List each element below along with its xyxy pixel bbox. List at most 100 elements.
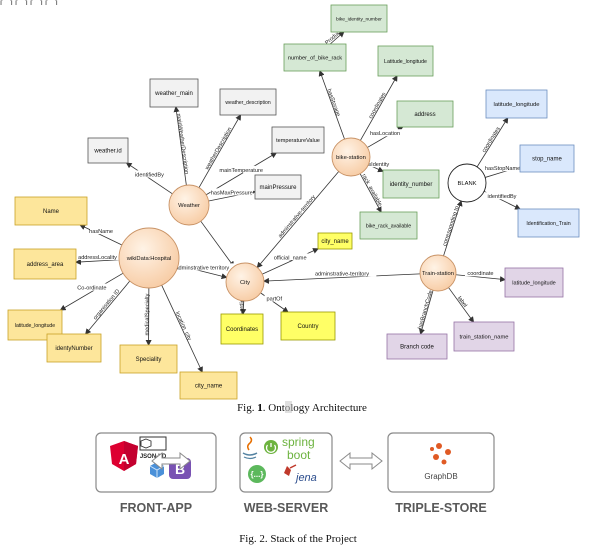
node-box-label: Country: [297, 324, 318, 330]
node-box-label: city_name: [195, 384, 223, 390]
node-box-label: stop_name: [532, 157, 562, 163]
node-hub-label: wikiData:Hospital: [126, 256, 171, 262]
edge-label-city-city_name_c: official_name: [274, 255, 307, 261]
node-box-address_area: address_area: [13, 248, 77, 280]
edge-train-blank: [443, 200, 463, 256]
json-ld-logo: JSON-LD: [139, 436, 167, 460]
edge-weather-temp: [205, 152, 278, 196]
edge-label-bg: [485, 164, 520, 172]
edge-weather-weather_desc: [198, 114, 242, 188]
svg-text:GraphDB: GraphDB: [424, 472, 457, 481]
edge-hospital-name: [79, 224, 123, 246]
node-hub-hospital: wikiData:Hospital: [118, 227, 180, 289]
edge-label-bike-city: adminstrative-territory: [277, 194, 317, 239]
svg-text:jena: jena: [294, 472, 317, 484]
node-box-label: weather_description: [225, 100, 270, 106]
node-hub-label: Train-station: [422, 271, 454, 277]
node-box-lat_long_b: Latitude_longitude: [377, 45, 434, 77]
jena-logo: jena: [284, 464, 317, 484]
node-box-weather_id: weather.id: [87, 137, 129, 164]
node-box-pressure: mainPressure: [254, 174, 302, 200]
edge-label-city-coordinates: co-ordinate: [238, 291, 246, 319]
edge-label-weather-weather_id: identifiedBy: [135, 172, 164, 178]
edge-label-train-blank: corresponding to: [442, 205, 460, 247]
node-hub-weather: Weather: [168, 184, 210, 226]
edge-label-train-train_name: label: [456, 296, 468, 309]
edge-weather-city: [200, 220, 235, 268]
edge-label-bg: [167, 263, 237, 271]
edge-label-weather-weather_main: mainWeatherDescription: [175, 113, 189, 174]
node-hub-train: Train-station: [419, 254, 457, 292]
edge-label-bg: [358, 160, 393, 168]
node-box-identy: identyNumber: [46, 333, 102, 363]
edge-label-bg: [89, 227, 113, 235]
node-box-city_name_h: city_name: [179, 371, 238, 400]
edge-label-bg: [210, 188, 254, 196]
node-box-speciality: Speciality: [119, 344, 178, 374]
top-fragment-text: [...] [...] [...] [...]: [0, 0, 58, 5]
node-box-city_name_c: city_name: [317, 232, 353, 250]
edge-label-bg: [74, 252, 121, 260]
svg-text:JSON-LD: JSON-LD: [140, 454, 167, 460]
edge-label-hospital-lat_long_h: Co-ordinate: [77, 286, 106, 292]
node-box-temp: temperatureValue: [271, 126, 325, 154]
node-box-label: weather.id: [93, 149, 121, 155]
edge-label-blank-stop_name: hasStopName: [485, 166, 520, 172]
edge-train-lat_long_t: [455, 274, 506, 283]
svg-text:spring: spring: [282, 435, 315, 449]
node-box-label: address: [414, 112, 435, 118]
node-box-num_rack: number_of_bike_rack: [283, 43, 347, 72]
node-box-label: bike_identity_number: [336, 17, 382, 23]
edge-label-bg: [464, 269, 496, 277]
figure1-caption: Fig. 1. Ontology Architecture: [237, 402, 367, 414]
edge-hospital-address_area: [75, 258, 120, 265]
node-box-label: latitude_longitude: [512, 281, 556, 287]
edge-label-bike-lat_long_b: coordinates: [368, 92, 388, 120]
node-hub-label: bike-station: [336, 155, 366, 161]
node-hub-label: City: [240, 280, 250, 286]
edge-weather-weather_main: [173, 106, 187, 186]
edge-label-train-city: adminstrative-territory: [315, 271, 369, 277]
edge-label-hospital-city: adminstrative territory: [175, 265, 229, 271]
edge-label-bg: [270, 253, 310, 261]
edge-label-city-country: partOf: [266, 296, 282, 302]
node-box-branch: Branch code: [386, 333, 448, 360]
svg-text:A: A: [119, 451, 130, 468]
spring-boot-logo: spring boot: [264, 435, 315, 462]
figure2-caption: Fig. 2. Stack of the Project: [239, 533, 357, 545]
edge-blank-lat_long_blank: [476, 117, 509, 168]
top-edge-text: [...] [...] [...] [...]: [0, 0, 300, 5]
edge-label-bg: [218, 165, 264, 173]
node-box-label: number_of_bike_rack: [288, 56, 342, 62]
caption-highlight-mark: [285, 401, 292, 413]
node-box-label: Latitude_longitude: [384, 59, 427, 65]
edge-label-bike-num_rack: hasStorage: [325, 88, 340, 117]
ontology-architecture-figure: identifiedBy mainWeatherDescription weathe…: [7, 4, 580, 414]
edge-bike-lat_long_b: [360, 75, 398, 141]
edge-label-train-lat_long_t: coordinate: [467, 271, 493, 277]
edge-label-bg: [307, 269, 377, 277]
node-box-train_name: train_station_name: [453, 321, 515, 352]
edge-weather-weather_id: [125, 162, 173, 195]
edge-label-weather-weather_desc: weatherDescription: [204, 127, 234, 172]
double-arrow-right: [339, 451, 383, 471]
graphdb-logo: GraphDB: [424, 443, 458, 481]
edge-train-train_name: [448, 287, 475, 323]
java-logo: [242, 436, 258, 460]
double-arrow-left: [151, 451, 191, 471]
edge-label-hospital-speciality: medicalSpecialty: [145, 293, 151, 335]
edge-label-hospital-address_area: addressLocality: [78, 255, 117, 261]
edge-hospital-city_name_h: [161, 285, 203, 373]
node-box-label: bike_rack_available: [366, 224, 411, 230]
node-box-coordinates: Coordinates: [220, 313, 264, 345]
node-box-weather_desc: weather_description: [219, 88, 277, 116]
node-hub-label: Weather: [178, 203, 200, 209]
node-hub-label: BLANK: [457, 181, 476, 187]
edge-label-bg: [74, 283, 109, 291]
node-box-weather_main: weather_main: [149, 78, 199, 108]
node-box-label: address_area: [27, 262, 64, 268]
edge-label-hospital-city_name_h: location_city: [174, 311, 193, 342]
braces-logo: {...}: [248, 465, 266, 483]
node-box-lat_long_t: latitude_longitude: [504, 267, 564, 298]
node-box-label: Identification_Train: [526, 221, 570, 227]
